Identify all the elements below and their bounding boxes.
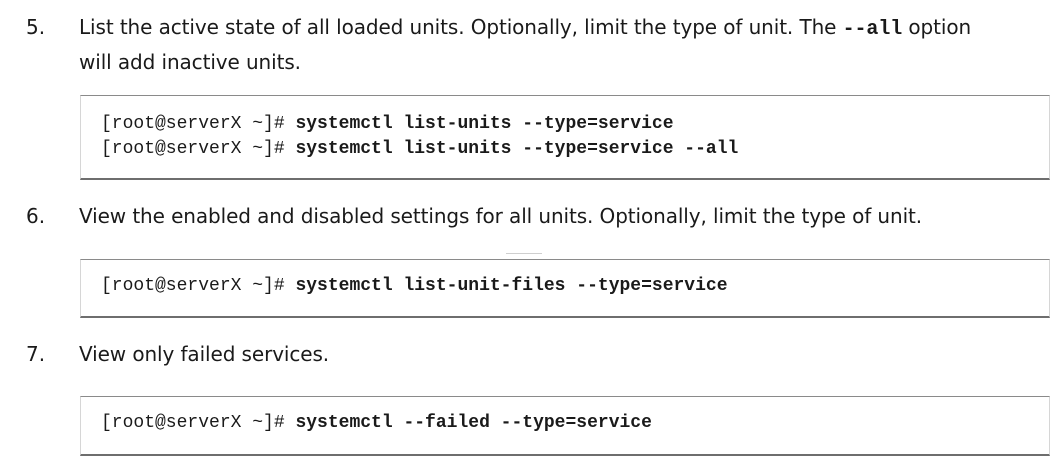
code-line: [root@serverX ~]# systemctl list-units -… (101, 136, 738, 162)
code-block: [root@serverX ~]# systemctl --failed --t… (80, 396, 1050, 456)
code-block: [root@serverX ~]# systemctl list-units -… (80, 95, 1050, 180)
step-number: 6. (26, 204, 46, 228)
separator-mark (506, 253, 542, 254)
code-line: [root@serverX ~]# systemctl list-unit-fi… (101, 273, 728, 299)
instruction-text: will add inactive units. (79, 50, 301, 74)
step-instruction: View only failed services. (79, 342, 330, 366)
shell-command: systemctl list-units --type=service --al… (295, 139, 739, 159)
shell-command: systemctl list-unit-files --type=service (295, 276, 728, 296)
shell-command: systemctl --failed --type=service (295, 413, 652, 433)
option-all: --all (842, 18, 903, 41)
code-line: [root@serverX ~]# systemctl --failed --t… (101, 410, 652, 436)
shell-prompt: [root@serverX ~]# (101, 139, 296, 159)
code-line: [root@serverX ~]# systemctl list-units -… (101, 111, 674, 137)
instruction-text: List the active state of all loaded unit… (79, 15, 843, 39)
step-number: 7. (26, 342, 46, 366)
step-number: 5. (26, 15, 46, 39)
shell-prompt: [root@serverX ~]# (101, 114, 296, 134)
shell-prompt: [root@serverX ~]# (101, 413, 296, 433)
step-instruction: List the active state of all loaded unit… (79, 11, 1039, 78)
instruction-text: option (902, 15, 972, 39)
shell-command: systemctl list-units --type=service (295, 114, 674, 134)
step-instruction: View the enabled and disabled settings f… (79, 204, 923, 228)
shell-prompt: [root@serverX ~]# (101, 276, 296, 296)
code-block: [root@serverX ~]# systemctl list-unit-fi… (80, 259, 1050, 318)
